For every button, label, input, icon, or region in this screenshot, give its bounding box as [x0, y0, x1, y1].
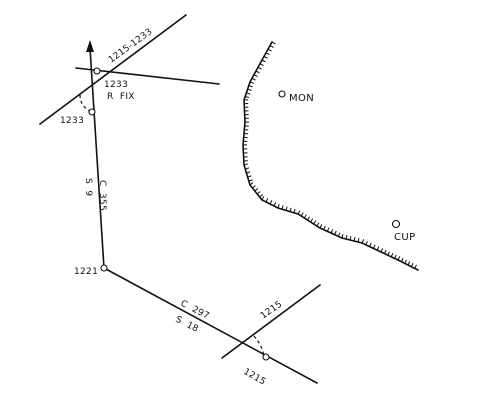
cup-circle-icon: [391, 219, 401, 229]
course-355-label: C 355: [97, 180, 107, 211]
arc-1233-circle-icon: [88, 108, 96, 116]
fix-circle-icon: [93, 67, 101, 75]
cup-label: CUP: [394, 232, 416, 243]
course-355-track: [89, 47, 105, 269]
coastline: [242, 41, 419, 271]
fix-label: R FIX: [107, 92, 135, 102]
arrowhead-icon: [86, 40, 94, 52]
lop-1215-label: 1215: [259, 299, 284, 321]
start-time-label: 1215: [242, 367, 268, 388]
speed-9-label: S 9: [83, 178, 93, 196]
dashed-arc-1215: [253, 335, 265, 357]
coastline-path: [242, 41, 419, 271]
turn-1221-circle-icon: [100, 264, 108, 272]
turn-time-label: 1221: [74, 267, 98, 277]
lop-1215-1233-line: [39, 14, 187, 125]
mon-label: MON: [289, 93, 314, 104]
course-297-track: [103, 267, 318, 384]
lop-time-pair-label: 1215-1233: [107, 27, 155, 66]
start-1215-circle-icon: [262, 353, 270, 361]
lop-1215-line: [221, 284, 321, 359]
arc-time-label: 1233: [60, 116, 84, 126]
mon-circle-icon: [278, 90, 286, 98]
fix-time-label: 1233: [104, 80, 128, 90]
coastline-hachures: [242, 41, 417, 269]
dashed-arc-1233: [79, 94, 92, 113]
